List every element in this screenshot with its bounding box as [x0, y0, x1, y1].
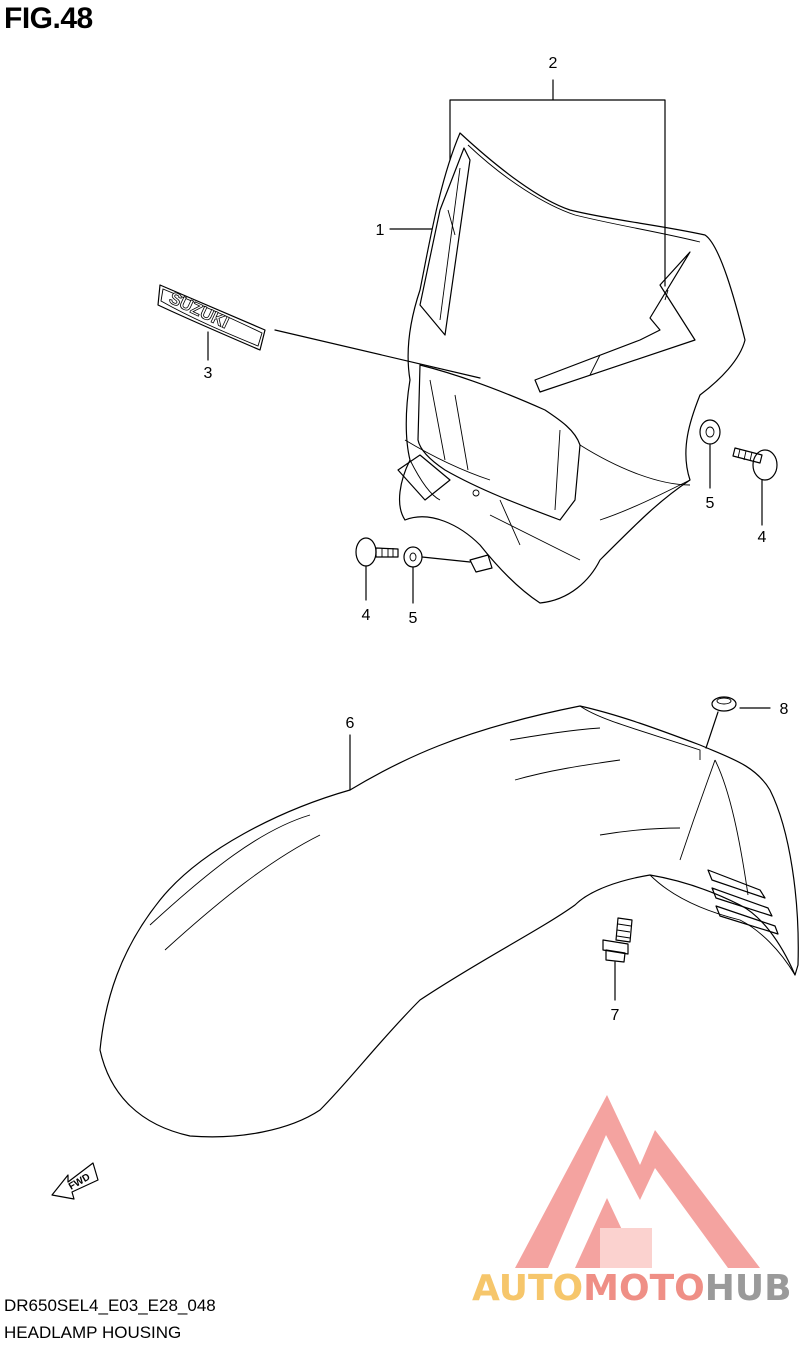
watermark-auto: AUTO — [472, 1268, 583, 1309]
watermark-logo: AUTOMOTOHUB — [472, 1095, 792, 1309]
figure-caption: HEADLAMP HOUSING — [4, 1323, 182, 1342]
screw-left — [355, 537, 399, 567]
suzuki-decal-text: SUZUKI — [166, 288, 231, 332]
callout-4-left: 4 — [362, 607, 371, 624]
callouts: 1 2 3 4 4 5 5 6 7 8 — [204, 55, 789, 1024]
grommet — [711, 696, 737, 712]
callout-3: 3 — [204, 365, 213, 382]
front-fender — [99, 705, 799, 1138]
figure-title: FIG.48 — [4, 2, 93, 35]
headlamp-housing — [397, 132, 746, 604]
washer-left — [403, 546, 423, 568]
callout-1: 1 — [376, 222, 385, 239]
callout-6: 6 — [346, 715, 355, 732]
watermark-mark-icon — [515, 1095, 760, 1268]
fender-bolt — [602, 917, 633, 963]
model-code: DR650SEL4_E03_E28_048 — [4, 1296, 216, 1315]
callout-5-left: 5 — [409, 610, 418, 627]
fwd-arrow-label: FWD — [67, 1172, 92, 1193]
svg-text:AUTOMOTOHUB: AUTOMOTOHUB — [472, 1268, 792, 1309]
callout-5-right: 5 — [706, 495, 715, 512]
callout-7: 7 — [611, 1007, 620, 1024]
screw-right — [732, 447, 778, 481]
watermark-hub: HUB — [705, 1268, 792, 1309]
fwd-arrow-icon: FWD — [51, 1162, 99, 1200]
leader-lines — [207, 79, 771, 1001]
callout-2: 2 — [549, 55, 558, 72]
callout-8: 8 — [780, 701, 789, 718]
washer-right — [699, 419, 721, 445]
suzuki-decal: SUZUKI — [157, 284, 266, 351]
callout-4-right: 4 — [758, 529, 767, 546]
watermark-moto: MOTO — [583, 1268, 705, 1309]
